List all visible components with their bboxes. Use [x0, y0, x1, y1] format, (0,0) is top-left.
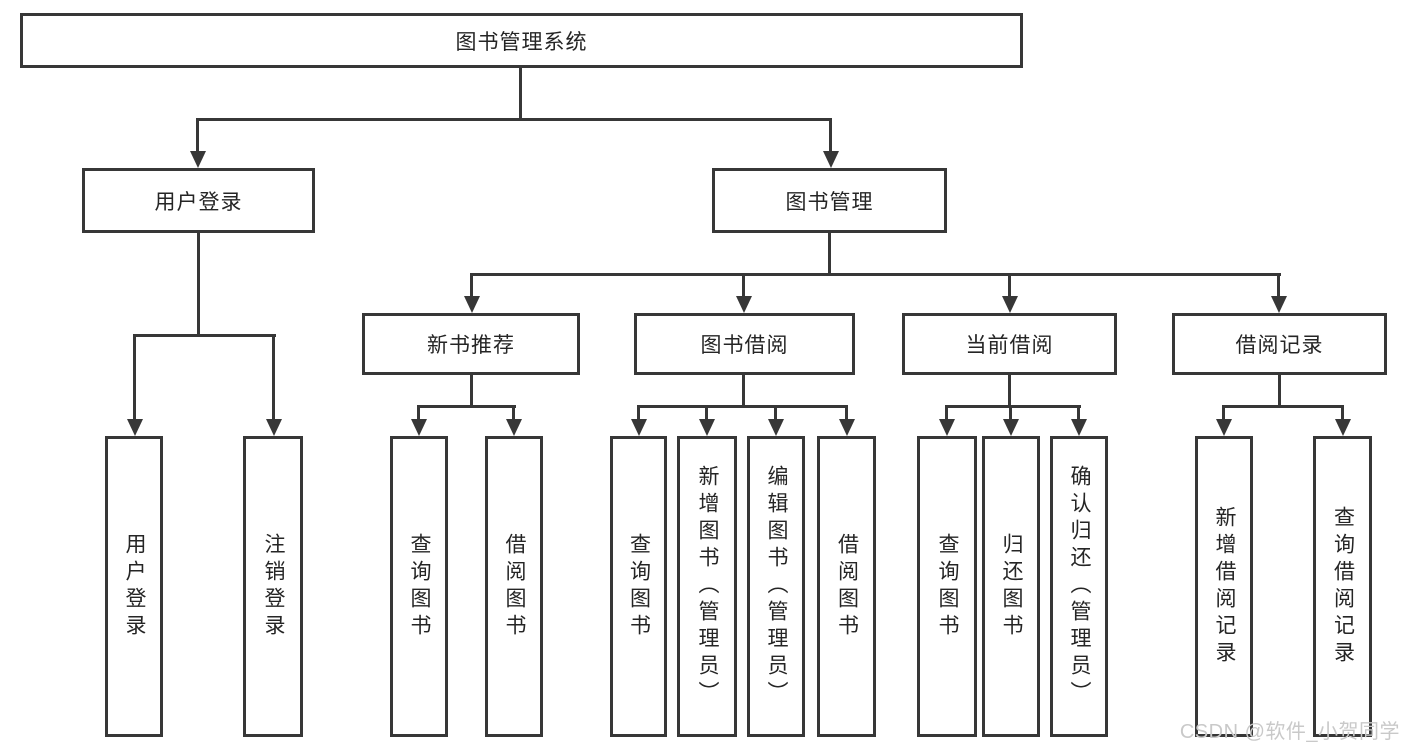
arrow-down-icon	[463, 273, 480, 313]
leaf-query-borrow-record: 查询借阅记录	[1313, 436, 1372, 737]
connector-group-bar	[637, 405, 848, 408]
connector-group-bar	[1222, 405, 1344, 408]
leaf-label: 编辑图书（管理员）	[765, 465, 788, 708]
connector-login-stem	[197, 233, 200, 336]
connector-group-bar	[945, 405, 1081, 408]
arrow-down-icon	[630, 405, 647, 436]
leaf-return-book: 归还图书	[982, 436, 1040, 737]
node-current-borrow-label: 当前借阅	[965, 334, 1054, 357]
leaf-label: 归还图书	[1000, 532, 1023, 641]
leaf-edit-book-admin: 编辑图书（管理员）	[747, 436, 805, 737]
arrow-down-icon	[735, 273, 752, 313]
leaf-user-login: 用户登录	[105, 436, 163, 737]
connector-group-stem	[742, 375, 745, 407]
leaf-label: 新增图书（管理员）	[696, 465, 719, 708]
leaf-add-borrow-record: 新增借阅记录	[1195, 436, 1253, 737]
leaf-borrow-books-2: 借阅图书	[817, 436, 876, 737]
node-root: 图书管理系统	[20, 13, 1023, 68]
arrow-down-icon	[410, 405, 427, 436]
node-book-management: 图书管理	[712, 168, 947, 233]
node-new-book-recommend-label: 新书推荐	[427, 334, 515, 357]
connector-group-bar	[417, 405, 516, 408]
connector-mgmt-bar	[470, 273, 1281, 276]
leaf-label: 注销登录	[262, 532, 285, 641]
node-book-borrow-label: 图书借阅	[700, 334, 789, 357]
arrow-down-icon	[1070, 405, 1087, 436]
csdn-watermark: CSDN @软件_小贺同学	[1179, 721, 1400, 743]
arrow-down-icon	[189, 118, 206, 168]
leaf-borrow-books-1: 借阅图书	[485, 436, 543, 737]
connector-group-stem	[1008, 375, 1011, 407]
arrow-down-icon	[938, 405, 955, 436]
leaf-query-books-1: 查询图书	[390, 436, 448, 737]
arrow-down-icon	[1334, 405, 1351, 436]
arrow-down-icon	[822, 118, 839, 168]
leaf-label: 借阅图书	[503, 532, 526, 641]
arrow-down-icon	[698, 405, 715, 436]
leaf-label: 查询图书	[936, 532, 959, 641]
connector-root-bar	[196, 118, 832, 121]
arrow-down-icon	[505, 405, 522, 436]
arrow-down-icon	[1002, 405, 1019, 436]
connector-group-stem	[1278, 375, 1281, 407]
arrow-down-icon	[767, 405, 784, 436]
node-book-borrow: 图书借阅	[634, 313, 855, 375]
connector-root-stem	[519, 68, 522, 120]
leaf-logout: 注销登录	[243, 436, 303, 737]
connector-group-stem	[470, 375, 473, 407]
node-borrow-records: 借阅记录	[1172, 313, 1387, 375]
arrow-down-icon	[838, 405, 855, 436]
node-user-login-label: 用户登录	[154, 190, 243, 214]
arrow-down-icon	[1215, 405, 1232, 436]
leaf-label: 查询图书	[627, 532, 651, 641]
leaf-confirm-return-admin: 确认归还（管理员）	[1050, 436, 1108, 737]
arrow-down-icon	[1001, 273, 1018, 313]
leaf-label: 用户登录	[123, 532, 146, 641]
node-book-management-label: 图书管理	[785, 190, 874, 214]
leaf-label: 确认归还（管理员）	[1068, 465, 1091, 708]
arrow-down-icon	[265, 334, 282, 436]
leaf-label: 新增借阅记录	[1213, 505, 1236, 668]
node-new-book-recommend: 新书推荐	[362, 313, 580, 375]
leaf-query-books-2: 查询图书	[610, 436, 667, 737]
connector-mgmt-stem	[828, 233, 831, 275]
node-borrow-records-label: 借阅记录	[1235, 334, 1324, 357]
leaf-label: 查询图书	[408, 532, 431, 641]
connector-login-bar	[133, 334, 276, 337]
node-root-label: 图书管理系统	[455, 30, 588, 54]
leaf-add-book-admin: 新增图书（管理员）	[677, 436, 737, 737]
leaf-label: 借阅图书	[835, 532, 859, 641]
arrow-down-icon	[1270, 273, 1287, 313]
node-user-login: 用户登录	[82, 168, 315, 233]
leaf-label: 查询借阅记录	[1331, 505, 1355, 668]
leaf-query-books-3: 查询图书	[917, 436, 977, 737]
arrow-down-icon	[126, 334, 143, 436]
node-current-borrow: 当前借阅	[902, 313, 1117, 375]
